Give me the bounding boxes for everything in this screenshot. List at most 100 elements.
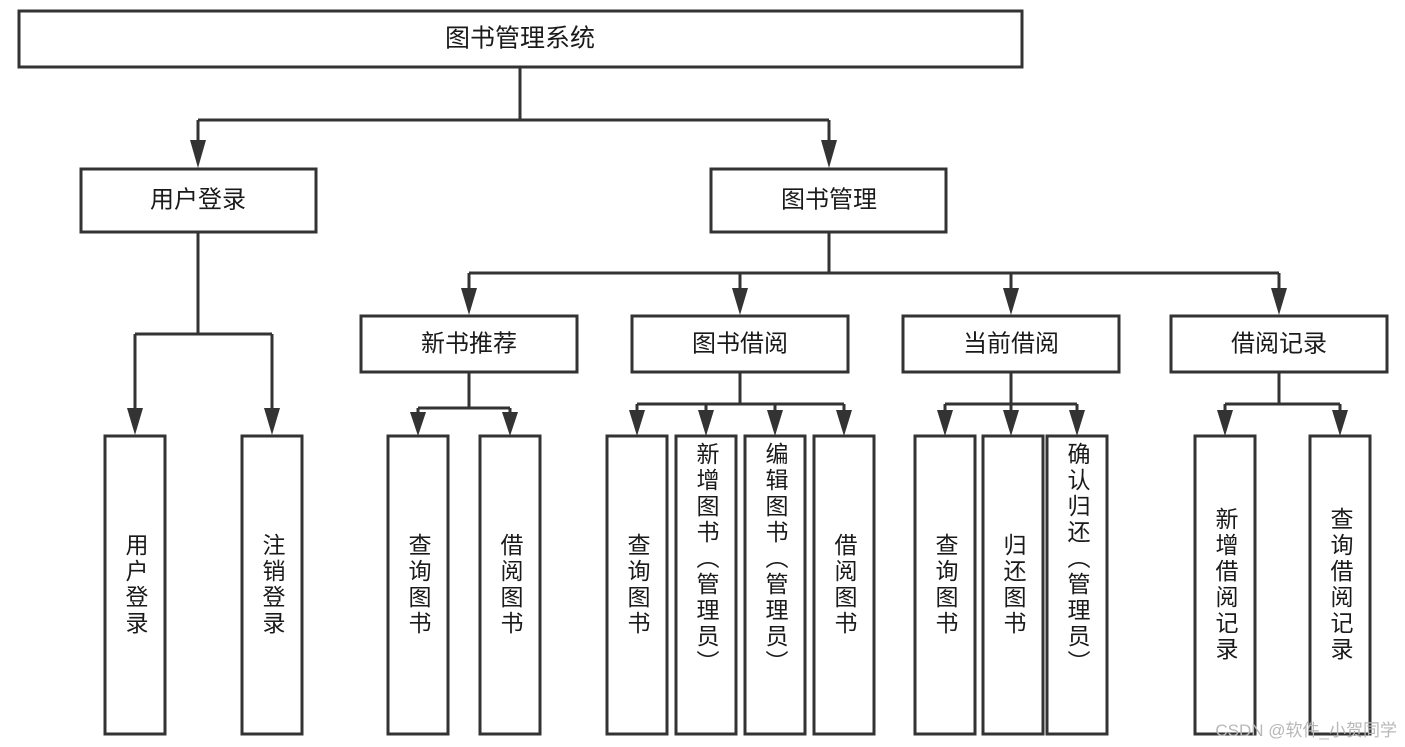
node-box [386, 434, 450, 736]
leaf-node-bookborrow-borrow-book[interactable]: 借阅图书 [812, 434, 876, 736]
node-box [79, 167, 318, 234]
node-label: 新增图书（管理员） [693, 442, 719, 676]
node-box [17, 9, 1024, 69]
arrow-head-icon [410, 412, 426, 436]
node-label-wrap: 查询借阅记录 [1327, 507, 1353, 663]
node-box [605, 434, 669, 736]
node-box [1045, 434, 1109, 736]
arrow-head-icon [190, 140, 206, 168]
arrow-head-icon [1271, 288, 1287, 315]
node-label: 确认归还（管理员） [1064, 442, 1090, 676]
arrow-head-icon [1003, 410, 1019, 436]
leaf-node-borrowrecord-add-record[interactable]: 新增借阅记录 [1193, 434, 1257, 736]
node-label: 查询图书 [932, 533, 958, 637]
node-box [1169, 314, 1389, 374]
node-label-wrap: 查询图书 [405, 533, 431, 637]
arrow-head-icon [698, 410, 714, 436]
node-label-wrap: 借阅图书 [831, 533, 857, 637]
node-box [630, 314, 850, 374]
leaf-node-currentborrow-return-book[interactable]: 归还图书 [981, 434, 1045, 736]
node-label: 借阅图书 [497, 533, 523, 637]
leaf-node-bookborrow-add-book-admin[interactable]: 新增图书（管理员） [674, 434, 738, 736]
node-box [478, 434, 542, 736]
arrow-head-icon [1332, 410, 1348, 436]
node-label: 新增借阅记录 [1212, 507, 1238, 663]
arrow-head-icon [127, 408, 143, 435]
node-label-wrap: 编辑图书（管理员） [762, 442, 788, 676]
leaf-node-bookborrow-edit-book-admin[interactable]: 编辑图书（管理员） [743, 434, 807, 736]
node-label: 新书推荐 [421, 330, 517, 357]
leaf-node-user-login-login[interactable]: 用户登录 [103, 434, 167, 736]
leaf-node-newbook-query-book[interactable]: 查询图书 [386, 434, 450, 736]
arrow-head-icon [1003, 288, 1019, 315]
node-user-login[interactable]: 用户登录 [79, 167, 318, 234]
node-box [1193, 434, 1257, 736]
arrow-head-icon [767, 410, 783, 436]
node-book-management[interactable]: 图书管理 [709, 167, 948, 234]
node-label: 查询借阅记录 [1327, 507, 1353, 663]
node-box [359, 314, 579, 374]
node-new-book-recommend[interactable]: 新书推荐 [359, 314, 579, 374]
leaf-node-borrowrecord-query-record[interactable]: 查询借阅记录 [1308, 434, 1372, 736]
node-current-borrow[interactable]: 当前借阅 [901, 314, 1121, 374]
node-label: 用户登录 [150, 186, 246, 213]
node-box [981, 434, 1045, 736]
node-label: 借阅记录 [1231, 330, 1327, 357]
node-label: 图书借阅 [692, 330, 788, 357]
connector-borrowrecord-to-leaves [1217, 372, 1348, 436]
node-label: 归还图书 [1000, 533, 1026, 637]
node-box [743, 434, 807, 736]
node-box [709, 167, 948, 234]
leaf-node-currentborrow-query-book[interactable]: 查询图书 [913, 434, 977, 736]
node-label-wrap: 确认归还（管理员） [1064, 442, 1090, 676]
arrow-head-icon [1069, 410, 1085, 436]
leaf-node-bookborrow-query-book[interactable]: 查询图书 [605, 434, 669, 736]
arrow-head-icon [1217, 410, 1233, 436]
node-label: 借阅图书 [831, 533, 857, 637]
node-box [240, 434, 304, 736]
arrow-head-icon [502, 412, 518, 436]
connector-bookborrow-to-leaves [629, 372, 852, 436]
node-box [674, 434, 738, 736]
node-box [1308, 434, 1372, 736]
arrow-head-icon [821, 140, 837, 168]
node-label-wrap: 新增借阅记录 [1212, 507, 1238, 663]
node-label-wrap: 新增图书（管理员） [693, 442, 719, 676]
leaf-node-currentborrow-confirm-return-admin[interactable]: 确认归还（管理员） [1045, 434, 1109, 736]
connector-newbook-to-leaves [410, 372, 518, 436]
connector-bookmgmt-to-level3 [461, 232, 1287, 315]
node-box [103, 434, 167, 736]
node-box [812, 434, 876, 736]
arrow-head-icon [937, 410, 953, 436]
node-label: 编辑图书（管理员） [762, 442, 788, 676]
node-label: 图书管理系统 [445, 25, 595, 53]
node-label: 查询图书 [624, 533, 650, 637]
node-borrow-record[interactable]: 借阅记录 [1169, 314, 1389, 374]
arrow-head-icon [264, 408, 280, 435]
node-label-wrap: 借阅图书 [497, 533, 523, 637]
node-root-book-management-system[interactable]: 图书管理系统 [17, 9, 1024, 69]
connector-currentborrow-to-leaves [937, 372, 1085, 436]
node-label: 图书管理 [781, 186, 877, 213]
node-book-borrow[interactable]: 图书借阅 [630, 314, 850, 374]
node-label-wrap: 用户登录 [122, 533, 148, 637]
leaf-node-newbook-borrow-book[interactable]: 借阅图书 [478, 434, 542, 736]
node-label-wrap: 归还图书 [1000, 533, 1026, 637]
arrow-head-icon [836, 410, 852, 436]
node-label: 注销登录 [259, 533, 285, 637]
arrow-head-icon [461, 288, 477, 315]
node-label: 用户登录 [122, 533, 148, 637]
node-label-wrap: 查询图书 [932, 533, 958, 637]
node-label-wrap: 注销登录 [259, 533, 285, 637]
arrow-head-icon [629, 410, 645, 436]
node-label: 当前借阅 [963, 330, 1059, 357]
node-box [913, 434, 977, 736]
node-box [901, 314, 1121, 374]
node-label: 查询图书 [405, 533, 431, 637]
arrow-head-icon [732, 288, 748, 315]
leaf-node-user-logout[interactable]: 注销登录 [240, 434, 304, 736]
watermark-label: CSDN @软件_小贺同学 [1215, 721, 1397, 740]
connector-userlogin-to-leaves [127, 232, 280, 435]
node-label-wrap: 查询图书 [624, 533, 650, 637]
